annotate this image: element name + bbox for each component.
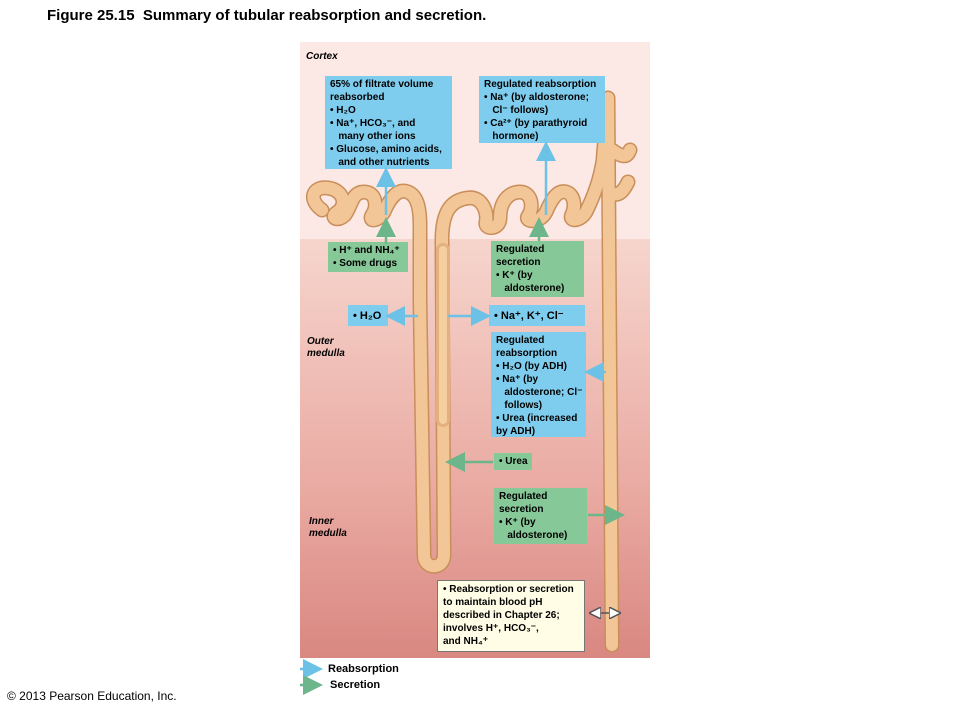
dct-regulated-secretion-box: Regulated secretion • K⁺ (by aldosterone… <box>491 241 584 297</box>
cortex-label: Cortex <box>306 51 338 62</box>
descending-limb-water-box: • H₂O <box>348 305 388 326</box>
copyright-notice: © 2013 Pearson Education, Inc. <box>7 689 177 703</box>
dct-regulated-reabsorption-box: Regulated reabsorption • Na⁺ (by aldoste… <box>479 76 605 143</box>
acid-base-note-box: • Reabsorption or secretion to maintain … <box>437 580 585 652</box>
nephron-tubule <box>306 90 638 653</box>
legend-secretion-label: Secretion <box>330 679 381 691</box>
collecting-duct-regulated-secretion-box: Regulated secretion • K⁺ (by aldosterone… <box>494 488 587 544</box>
ascending-limb-ions-box: • Na⁺, K⁺, Cl⁻ <box>489 305 585 326</box>
tubule-fill <box>307 92 636 651</box>
inner-medulla-label: Inner medulla <box>309 516 347 539</box>
outer-medulla-label: Outer medulla <box>307 336 345 359</box>
pct-secretion-box: • H⁺ and NH₄⁺ • Some drugs <box>328 242 408 272</box>
legend-reabsorption-label: Reabsorption <box>328 663 399 675</box>
pct-reabsorption-box: 65% of filtrate volume reabsorbed • H₂O … <box>325 76 452 169</box>
figure-title: Figure 25.15 Summary of tubular reabsorp… <box>47 7 487 24</box>
collecting-duct-regulated-reabsorption-box: Regulated reabsorption • H₂O (by ADH) • … <box>491 332 586 437</box>
urea-secretion-box: • Urea <box>494 453 532 470</box>
